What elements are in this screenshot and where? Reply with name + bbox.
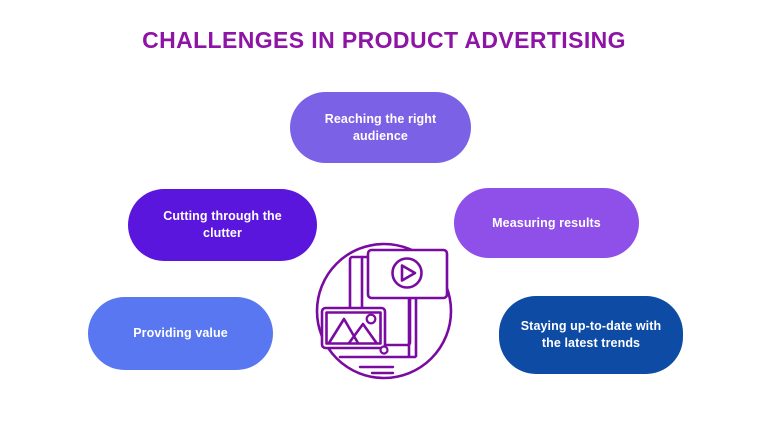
pill-staying-up-to-date: Staying up-to-date with the latest trend… [499, 296, 683, 374]
media-advertising-icon [315, 242, 453, 380]
sun-icon [365, 313, 377, 325]
mountain-icon [347, 322, 378, 345]
pill-label: Providing value [133, 326, 228, 341]
accent-dot [379, 345, 389, 355]
pill-label: Staying up-to-date with the latest trend… [520, 319, 662, 350]
image-card-frame [325, 311, 382, 345]
pill-cutting-through-the-clutter: Cutting through the clutter [128, 189, 317, 261]
icon-strokes [315, 242, 453, 380]
page-title: CHALLENGES IN PRODUCT ADVERTISING [142, 27, 626, 53]
pill-label: Reaching the right audience [324, 111, 437, 143]
pill-reaching-the-right-audience: Reaching the right audience [290, 92, 471, 163]
play-circle-icon [391, 257, 423, 289]
circle-outline [315, 242, 453, 380]
pill-label: Cutting through the clutter [163, 209, 282, 240]
pill-measuring-results: Measuring results [454, 188, 639, 258]
video-card [366, 248, 449, 300]
pill-providing-value: Providing value [88, 297, 273, 370]
play-triangle-icon [400, 264, 417, 282]
pill-label: Measuring results [492, 215, 601, 230]
